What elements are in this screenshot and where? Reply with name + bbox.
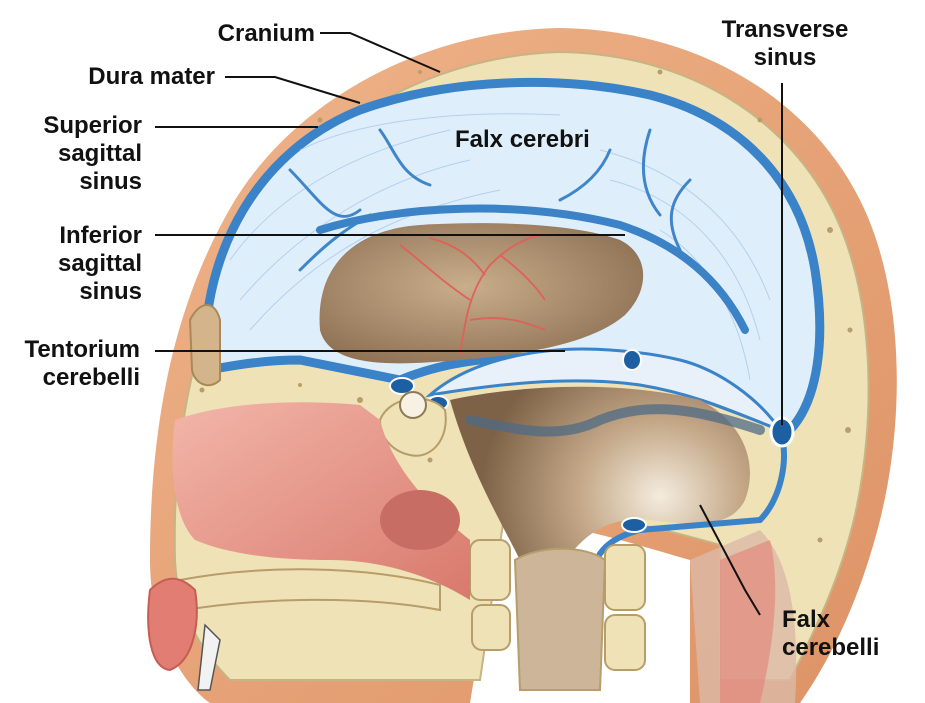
- leader-lines: [155, 32, 783, 616]
- meningeal-arteries: [399, 234, 546, 356]
- tentorium-cerebelli: [425, 347, 784, 434]
- cerebral-cavity: [319, 223, 644, 364]
- leader-dura-mater: [225, 76, 361, 104]
- hard-palate: [178, 568, 441, 612]
- label-transverse-sinus: Transverse sinus: [721, 16, 849, 71]
- label-inferior-sagittal-sinus: Inferior sagittal sinus: [57, 222, 142, 305]
- dural-veins: [288, 128, 692, 272]
- neck-muscle-red: [720, 540, 776, 703]
- nasal-cavity: [172, 402, 470, 600]
- label-cranium: Cranium: [217, 20, 315, 47]
- sella-turcica: [378, 391, 447, 457]
- label-dura-mater: Dura mater: [88, 63, 215, 90]
- label-tentorium-cerebelli: Tentorium cerebelli: [24, 336, 140, 391]
- straight-sinus: [465, 404, 765, 437]
- upper-lip: [147, 577, 198, 672]
- label-superior-sagittal-sinus: Superior sagittal sinus: [43, 112, 142, 195]
- leader-falx-cerebelli: [699, 504, 761, 616]
- tooth: [197, 623, 221, 691]
- spinal-canal: [513, 547, 607, 691]
- frontal-sinus: [188, 304, 221, 387]
- nasal-concha: [380, 490, 460, 550]
- inferior-sagittal-sinus: [316, 204, 749, 334]
- label-falx-cerebri: Falx cerebri: [455, 126, 590, 153]
- vertebral-bones: [469, 539, 646, 671]
- label-falx-cerebelli: Falx cerebelli: [782, 606, 880, 661]
- leader-cranium: [320, 32, 441, 73]
